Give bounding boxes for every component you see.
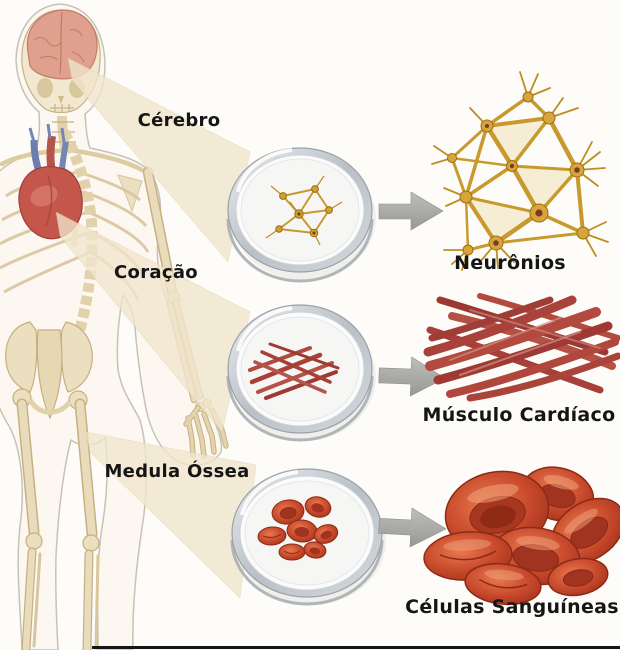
beam-coracao bbox=[55, 211, 251, 433]
cell-label-celulas-sanguineas: Células Sanguíneas bbox=[405, 596, 619, 618]
arrow-right-icon bbox=[378, 507, 447, 548]
beam-medula bbox=[85, 431, 257, 599]
beam-cerebro bbox=[67, 57, 251, 263]
neurons-illustration bbox=[431, 71, 609, 271]
brain-illustration bbox=[26, 9, 98, 80]
arrows bbox=[378, 191, 447, 548]
organ-label-coracao: Coração bbox=[114, 262, 198, 283]
leg-bones bbox=[16, 398, 100, 650]
arrow-right-icon bbox=[378, 191, 444, 231]
dish-neural-cells bbox=[265, 175, 343, 246]
petri-dish-medula bbox=[230, 468, 386, 606]
dish-blood-cells bbox=[257, 496, 339, 561]
petri-dish-coracao bbox=[226, 304, 376, 442]
cardiac-muscle-illustration bbox=[423, 293, 620, 402]
image-border-line bbox=[92, 646, 620, 649]
petri-dish-cerebro bbox=[226, 147, 376, 283]
zoom-beams bbox=[55, 57, 257, 599]
organ-label-cerebro: Cérebro bbox=[137, 110, 221, 131]
blood-cells-illustration bbox=[423, 466, 620, 606]
cell-label-neuronios: Neurônios bbox=[454, 252, 566, 274]
dish-muscle-tissue bbox=[248, 342, 340, 400]
arrow-right-icon bbox=[378, 356, 446, 397]
heart-illustration bbox=[18, 123, 83, 240]
cell-label-musculo-cardiaco: Músculo Cardíaco bbox=[422, 404, 616, 426]
organ-label-medula-ossea: Medula Óssea bbox=[104, 461, 250, 482]
